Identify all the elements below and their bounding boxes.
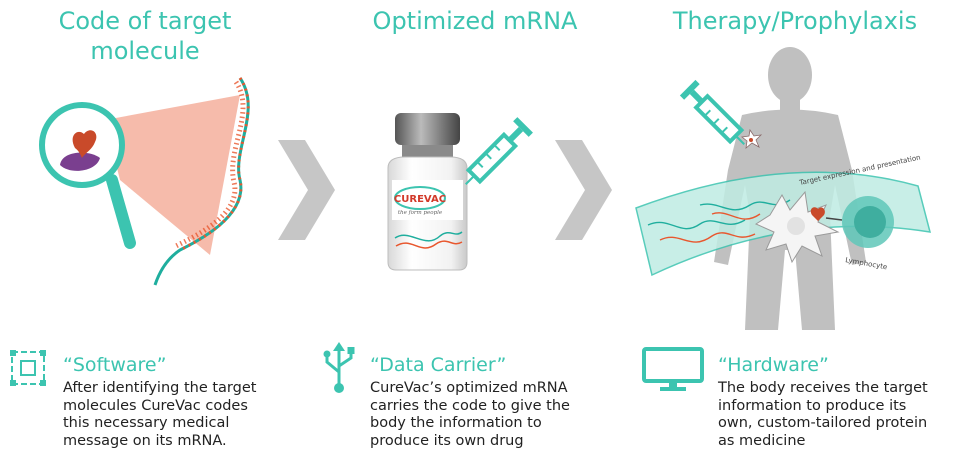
caption-line: information to produce its [718,397,907,414]
caption-line: molecules CureVac codes [63,397,248,414]
vial-brand-text: CUREVAC [394,194,446,205]
magnifier-icon [39,102,136,249]
process-illustration: CUREVAC the form people [39,47,932,330]
mrna-vial: CUREVAC the form people [387,113,468,271]
caption-body-data-carrier: CureVac’s optimized mRNA carries the cod… [370,380,630,450]
caption-title-hardware: “Hardware” [718,354,829,376]
heading-code-of-target-molecule: Code of target molecule [30,6,260,66]
caption-line: CureVac’s optimized mRNA [370,380,568,396]
monitor-icon [642,347,704,391]
caption-line: The body receives the target [718,380,928,396]
injection-site [741,128,763,149]
heading-optimized-mrna: Optimized mRNA [372,7,578,35]
caption-line: this necessary medical [63,415,230,431]
caption-line: as medicine [718,432,806,449]
rna-strand [153,77,250,286]
caption-title-software: “Software” [63,354,167,376]
rna-zoom-cone [105,95,240,255]
caption-line: produce its own drug [370,432,524,449]
usb-icon [323,342,355,393]
caption-body-hardware: The body receives the target information… [718,380,963,450]
vial-tagline-text: the form people [398,210,443,216]
heading-line: Code of target molecule [58,7,232,65]
syringe-icon [679,79,745,145]
chevron-right-icon [278,140,335,240]
chevron-right-icon [555,140,612,240]
heading-therapy-prophylaxis: Therapy/Prophylaxis [672,7,918,35]
cell-label-lymphocyte: Lymphocyte [845,256,888,271]
caption-line: carries the code to give the [370,397,570,414]
caption-line: own, custom-tailored protein [718,415,928,431]
caption-line: body the information to [370,415,542,431]
caption-title-data-carrier: “Data Carrier” [370,354,507,376]
syringe-icon [465,117,533,185]
software-icon [10,350,46,386]
caption-line: message on its mRNA. [63,432,227,449]
caption-line: After identifying the target [63,380,257,396]
tissue-section: Target expression and presentation Lymph… [635,153,932,277]
caption-body-software: After identifying the target molecules C… [63,380,323,450]
